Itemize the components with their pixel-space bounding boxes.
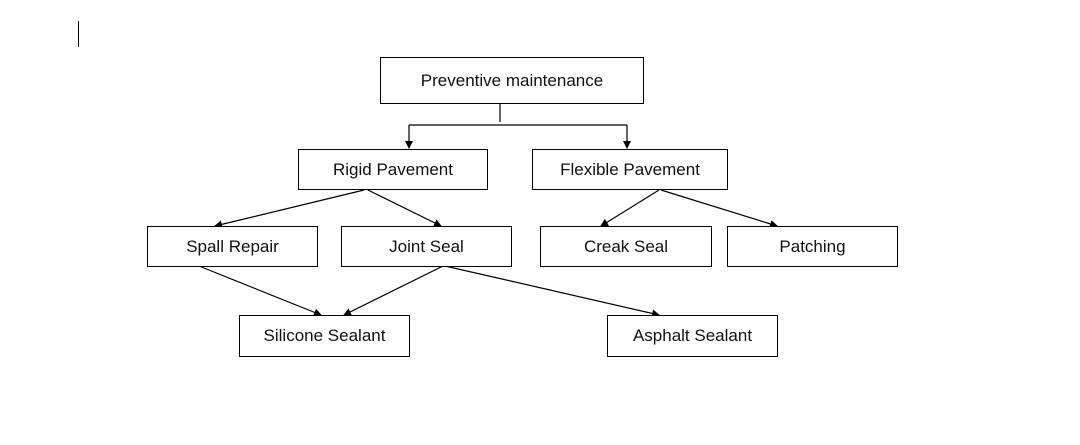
node-patching: Patching [727, 226, 898, 267]
node-creak-seal: Creak Seal [540, 226, 712, 267]
edge-rigid-to-spall [214, 189, 365, 229]
node-asphalt-sealant: Asphalt Sealant [607, 315, 778, 357]
node-label: Preventive maintenance [420, 70, 604, 90]
node-rigid-pavement: Rigid Pavement [298, 149, 488, 190]
node-label: Spall Repair [186, 236, 279, 256]
edge-flexible-to-creak [600, 189, 660, 227]
node-joint-seal: Joint Seal [341, 226, 512, 267]
edge-joint-to-asphalt [444, 265, 660, 318]
node-label: Joint Seal [389, 236, 464, 256]
edge-rigid-to-joint [367, 189, 442, 227]
node-label: Rigid Pavement [332, 159, 453, 179]
edge-spall-to-silicone [198, 265, 322, 317]
node-silicone-sealant: Silicone Sealant [239, 315, 410, 357]
node-preventive-maintenance: Preventive maintenance [380, 57, 644, 104]
node-spall-repair: Spall Repair [147, 226, 318, 267]
node-label: Patching [779, 236, 846, 256]
node-label: Creak Seal [583, 236, 669, 256]
node-label: Silicone Sealant [263, 326, 386, 345]
edge-flexible-to-patching [660, 189, 778, 228]
edge-joint-to-silicone [343, 265, 444, 316]
node-label: Flexible Pavement [560, 159, 700, 179]
text-cursor [78, 21, 79, 47]
node-label: Asphalt Sealant [632, 326, 753, 345]
node-flexible-pavement: Flexible Pavement [532, 149, 728, 190]
